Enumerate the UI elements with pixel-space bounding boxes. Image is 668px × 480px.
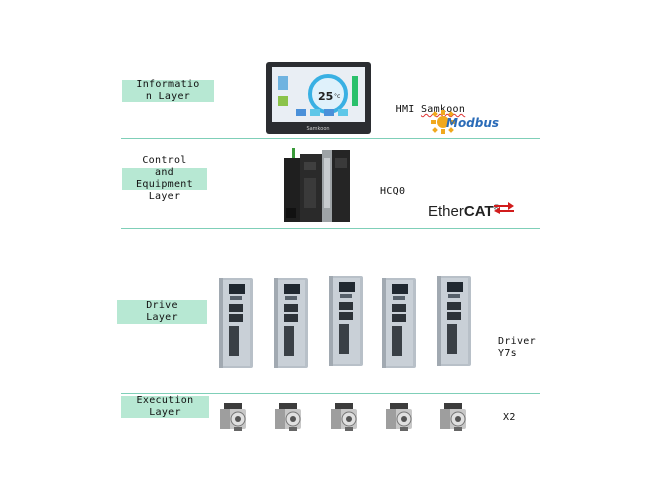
control-layer-label-bg [122,168,207,190]
servo-motor-icon [439,402,467,432]
modbus-logo-text: Modbus [446,116,500,130]
divider-2 [121,228,540,229]
hmi-panel-icon: 25 °c Samkoon [266,62,371,134]
ethercat-mark: ® [493,203,500,212]
servo-drive-icon [382,278,416,368]
servo-motor-icon [274,402,302,432]
servo-drive-icon [274,278,308,368]
driver-device-label: Driver Y7s [498,336,536,359]
modbus-logo-icon [431,110,455,134]
hmi-device-label: HMI Samkoon [383,92,465,116]
ethercat-text-b: CAT [463,203,494,220]
hmi-brand-text: Samkoon [306,126,329,132]
servo-motor-icon [330,402,358,432]
hmi-word: HMI [395,104,421,115]
plc-controller-icon [284,148,350,222]
drive-layer-label: Drive Layer [117,300,207,324]
ethercat-text-a: Ether [428,203,464,220]
hcq0-device-label: HCQ0 [380,186,406,197]
ethercat-logo-text: EtherCAT® [428,203,499,220]
motor-device-label: X2 [503,412,516,423]
information-layer-label: Informatio n Layer [122,79,214,102]
hmi-temperature-text: 25 [318,90,333,103]
servo-motor-icon [219,402,247,432]
hmi-unit-text: °c [334,93,340,100]
divider-1 [121,138,540,139]
servo-drive-icon [219,278,253,368]
divider-3 [121,393,540,394]
servo-motor-icon [385,402,413,432]
servo-drive-icon [329,276,363,366]
ethercat-logo-icon [494,202,514,214]
execution-layer-label: Execution Layer [121,395,209,418]
hmi-device-text: HMI Samkoon [396,104,466,115]
control-layer-label: Control and Equipment Layer [136,155,193,202]
samkoon-word: Samkoon [420,104,466,115]
servo-drive-icon [437,276,471,366]
